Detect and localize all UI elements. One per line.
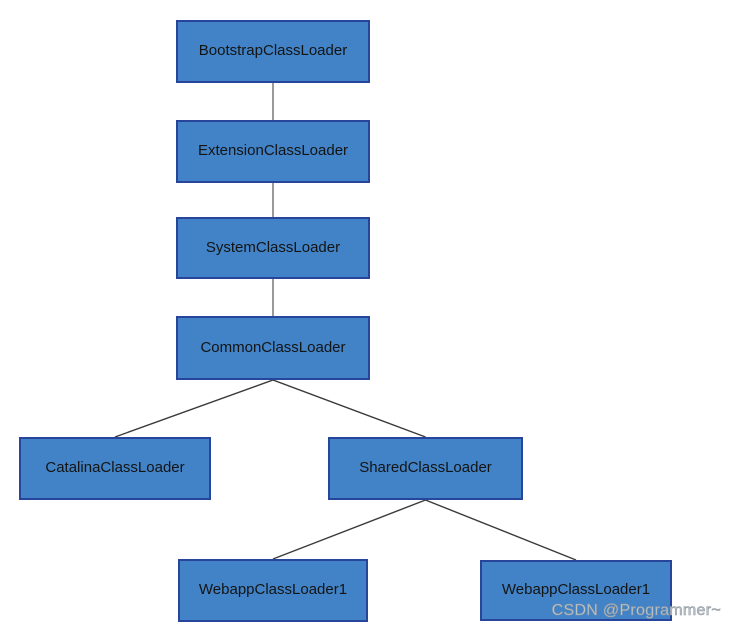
node-extension: ExtensionClassLoader [176,120,370,183]
node-system: SystemClassLoader [176,217,370,279]
node-catalina: CatalinaClassLoader [19,437,211,500]
edge-common-catalina [114,379,274,438]
node-label: CommonClassLoader [200,338,346,356]
node-bootstrap: BootstrapClassLoader [176,20,370,83]
edge-shared-webapp1 [272,499,426,560]
node-shared: SharedClassLoader [328,437,523,500]
node-webapp1: WebappClassLoader1 [178,559,368,622]
node-label: SharedClassLoader [359,459,492,477]
node-webapp2: WebappClassLoader1 [480,560,672,621]
node-label: BootstrapClassLoader [198,42,348,60]
edge-common-shared [272,379,426,438]
edge-shared-webapp2 [425,499,577,561]
node-common: CommonClassLoader [176,316,370,380]
node-label: SystemClassLoader [205,238,341,256]
node-label: ExtensionClassLoader [197,142,349,160]
csdn-watermark: CSDN @Programmer~ [551,602,721,620]
node-label: WebappClassLoader1 [198,581,348,599]
node-label: CatalinaClassLoader [45,459,185,477]
node-label: WebappClassLoader1 [501,581,651,599]
